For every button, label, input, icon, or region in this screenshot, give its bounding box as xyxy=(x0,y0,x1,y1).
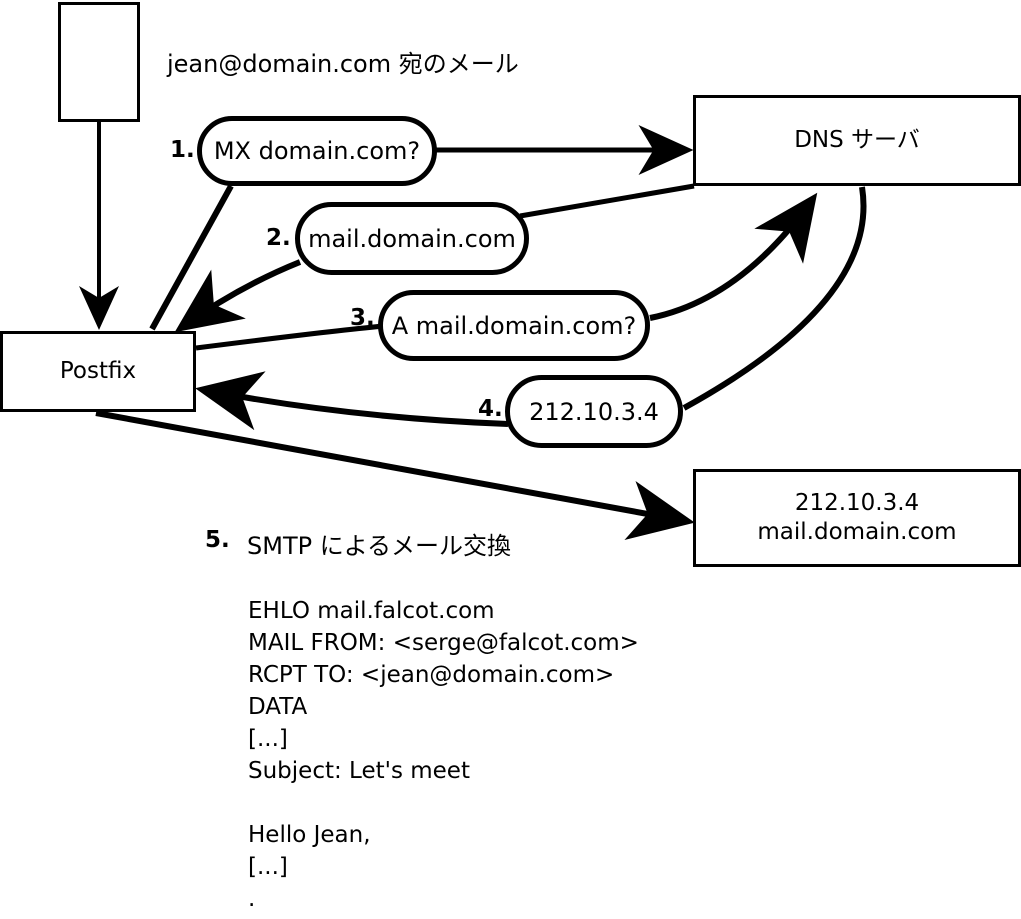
recipient-note: jean@domain.com 宛のメール xyxy=(167,50,519,78)
step-4-pill[interactable]: 212.10.3.4 xyxy=(505,375,683,448)
step-1-pill[interactable]: MX domain.com? xyxy=(197,116,437,186)
line-dns-to-step2 xyxy=(519,183,695,219)
smtp-transcript-line: Hello Jean, xyxy=(248,822,371,848)
smtp-transcript-line: [...] xyxy=(248,854,288,880)
mail-server-host: mail.domain.com xyxy=(757,519,957,545)
step-1-number: 1. xyxy=(170,137,195,163)
smtp-transcript-line: . xyxy=(248,886,256,912)
step-4-label: 212.10.3.4 xyxy=(529,397,659,426)
dns-server-box[interactable]: DNS サーバ xyxy=(693,95,1021,186)
step-3-label: A mail.domain.com? xyxy=(391,311,637,340)
step-3-number: 3. xyxy=(350,305,375,331)
smtp-transcript-line: Subject: Let's meet xyxy=(248,758,470,784)
step-2-label: mail.domain.com xyxy=(308,224,516,253)
smtp-transcript-line xyxy=(248,787,639,819)
dns-server-label: DNS サーバ xyxy=(794,127,920,154)
smtp-transcript-line: EHLO mail.falcot.com xyxy=(248,598,495,624)
step-4-number: 4. xyxy=(478,396,503,422)
arrow-step4-to-postfix xyxy=(195,371,509,431)
line-dns-to-step4 xyxy=(682,186,867,411)
sender-box[interactable] xyxy=(58,2,140,122)
postfix-box[interactable]: Postfix xyxy=(0,331,196,412)
mail-server-ip: 212.10.3.4 xyxy=(794,490,920,517)
step-3-pill[interactable]: A mail.domain.com? xyxy=(378,290,650,361)
smtp-transcript-line: DATA xyxy=(248,694,308,720)
step-1-label: MX domain.com? xyxy=(213,137,421,165)
line-postfix-to-step1 xyxy=(149,184,234,331)
postfix-box-label: Postfix xyxy=(59,358,137,385)
arrow-step3-to-dns xyxy=(649,192,818,321)
step-2-number: 2. xyxy=(266,225,291,251)
arrow-step2-to-postfix xyxy=(174,259,302,333)
step-5-number: 5. xyxy=(205,527,230,553)
smtp-transcript-line: [...] xyxy=(248,726,288,752)
smtp-transcript-line: RCPT TO: <jean@domain.com> xyxy=(248,662,615,688)
step-2-pill[interactable]: mail.domain.com xyxy=(295,202,529,275)
smtp-transcript-line: MAIL FROM: <serge@falcot.com> xyxy=(248,630,639,656)
step-5-label: SMTP によるメール交換 xyxy=(247,532,511,560)
mail-server-box[interactable]: 212.10.3.4 mail.domain.com xyxy=(693,469,1021,567)
